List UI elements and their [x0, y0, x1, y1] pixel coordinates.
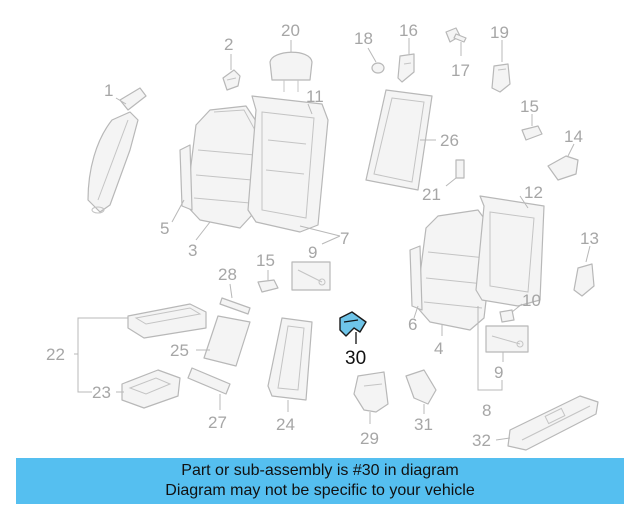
callout-1[interactable]: 1: [104, 81, 113, 100]
part-12-seat-back-frame[interactable]: [475, 195, 545, 307]
callout-3[interactable]: 3: [188, 241, 197, 260]
callout-15-lower[interactable]: 15: [256, 251, 275, 270]
part-11-seat-back-frame[interactable]: [247, 95, 329, 233]
leader-18: [367, 47, 377, 63]
callout-29[interactable]: 29: [360, 429, 379, 448]
part-23-module[interactable]: [121, 369, 181, 409]
callout-28[interactable]: 28: [218, 265, 237, 284]
part-25-panel[interactable]: [203, 315, 251, 367]
leader-6: [413, 305, 419, 319]
callout-27[interactable]: 27: [208, 413, 227, 432]
leader-12: [519, 195, 529, 209]
leader-8: [477, 306, 503, 391]
callout-16[interactable]: 16: [399, 21, 418, 40]
leader-5: [171, 199, 185, 223]
callout-26[interactable]: 26: [440, 131, 459, 150]
leader-11: [307, 103, 313, 115]
part-15-pin-upper[interactable]: [521, 125, 543, 141]
part-3-seat-back-cover[interactable]: [179, 105, 263, 229]
callout-17[interactable]: 17: [451, 61, 470, 80]
part-9-kit-right[interactable]: [485, 325, 529, 353]
callout-8[interactable]: 8: [482, 401, 491, 420]
part-26-panel[interactable]: [365, 89, 433, 191]
callout-13[interactable]: 13: [580, 229, 599, 248]
callout-5[interactable]: 5: [160, 219, 169, 238]
callout-7[interactable]: 7: [340, 229, 349, 248]
part-2-bracket[interactable]: [222, 69, 241, 91]
leader-3: [195, 221, 211, 241]
part-4-seat-back-cover[interactable]: [409, 209, 495, 331]
callout-30[interactable]: 30: [345, 348, 366, 369]
part-10-clip[interactable]: [499, 309, 515, 323]
callout-15-upper[interactable]: 15: [520, 97, 539, 116]
part-31-bracket[interactable]: [405, 369, 437, 405]
leader-13: [585, 245, 591, 263]
callout-18[interactable]: 18: [354, 29, 373, 48]
callout-25[interactable]: 25: [170, 341, 189, 360]
callout-21[interactable]: 21: [422, 185, 441, 204]
callout-6[interactable]: 6: [408, 315, 417, 334]
part-21-screw[interactable]: [455, 159, 465, 179]
leader-1: [115, 97, 127, 105]
callout-19[interactable]: 19: [490, 23, 509, 42]
callout-12[interactable]: 12: [524, 183, 543, 202]
callout-24[interactable]: 24: [276, 415, 295, 434]
callout-14[interactable]: 14: [564, 127, 583, 146]
part-22-module[interactable]: [127, 303, 207, 339]
callout-22[interactable]: 22: [46, 345, 65, 364]
part-20-headrest[interactable]: [269, 51, 313, 92]
banner-part-line: Part or sub-assembly is #30 in diagram: [181, 462, 459, 479]
callout-9-left[interactable]: 9: [308, 243, 317, 262]
part-19-knob[interactable]: [491, 63, 511, 93]
callout-9-right[interactable]: 9: [494, 363, 503, 382]
callout-32[interactable]: 32: [472, 431, 491, 450]
part-18-ring[interactable]: [371, 62, 385, 74]
part-30-bracket-highlighted[interactable]: [339, 311, 367, 337]
callout-2[interactable]: 2: [224, 35, 233, 54]
part-24-frame[interactable]: [267, 317, 313, 401]
leader-21: [445, 177, 457, 187]
part-1-side-trim[interactable]: [87, 87, 147, 214]
part-9-kit-left[interactable]: [291, 261, 331, 291]
callout-23[interactable]: 23: [92, 383, 111, 402]
part-16-clip[interactable]: [397, 53, 415, 83]
callout-4[interactable]: 4: [434, 339, 443, 358]
part-14-bracket[interactable]: [547, 155, 579, 181]
info-banner: Part or sub-assembly is #30 in diagram D…: [16, 458, 624, 504]
leader-22: [74, 317, 128, 393]
leader-10: [511, 303, 523, 313]
callout-31[interactable]: 31: [414, 415, 433, 434]
callout-11[interactable]: 11: [306, 87, 324, 106]
part-32-armrest[interactable]: [507, 395, 599, 451]
leader-14: [567, 143, 575, 157]
callout-20[interactable]: 20: [281, 21, 300, 40]
banner-disclaimer-line: Diagram may not be specific to your vehi…: [165, 482, 475, 499]
part-13-knob[interactable]: [573, 263, 595, 297]
part-28-strip[interactable]: [219, 297, 251, 315]
part-15-pin-lower[interactable]: [257, 279, 279, 293]
part-17-bolt[interactable]: [445, 27, 467, 43]
part-29-bracket[interactable]: [353, 371, 389, 413]
part-27-strip[interactable]: [187, 367, 231, 395]
leader-28: [229, 283, 233, 299]
leader-32: [495, 437, 511, 441]
callout-10[interactable]: 10: [522, 291, 541, 310]
leader-7: [299, 225, 341, 245]
